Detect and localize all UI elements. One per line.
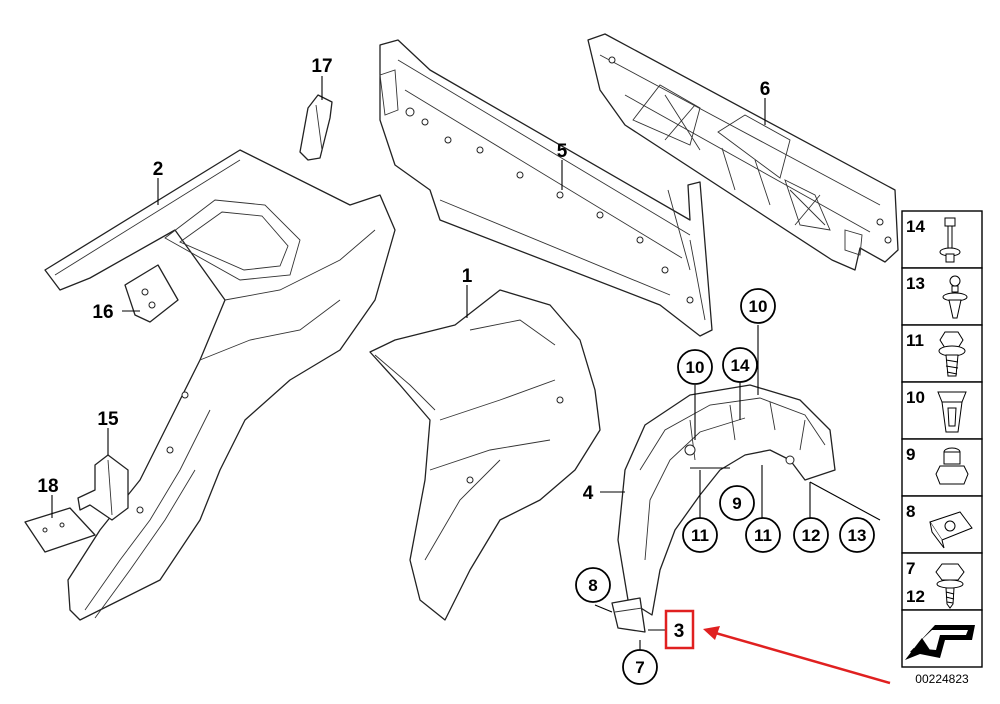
part-4-wheel-liner (617, 384, 836, 616)
part-18-pad (24, 507, 96, 553)
hex-nut-icon (935, 447, 969, 485)
legend-row-10: 10 (901, 381, 983, 440)
circle-callout-11-left: 11 (682, 517, 718, 553)
direction-arrow-icon (905, 625, 975, 660)
diagram-code: 00224823 (915, 672, 969, 686)
circle-callout-10: 10 (677, 349, 713, 385)
svg-text:13: 13 (906, 274, 925, 293)
legend-row-8: 8 (901, 495, 983, 554)
highlight-box (664, 609, 695, 650)
legend-row-11: 11 (901, 324, 983, 383)
circle-callout-13: 13 (839, 517, 875, 553)
legend-arrow-row (901, 609, 983, 668)
circle-callout-7: 7 (622, 649, 658, 685)
svg-text:8: 8 (906, 502, 915, 521)
svg-text:9: 9 (732, 494, 741, 513)
callout-3: 3 (674, 621, 685, 642)
callout-15: 15 (97, 409, 119, 430)
part-1-inner-panel (369, 289, 601, 621)
highlight-arrow-line (711, 630, 891, 685)
svg-text:12: 12 (906, 587, 925, 606)
callout-2: 2 (153, 159, 164, 180)
svg-text:8: 8 (588, 576, 597, 595)
circle-callout-9: 9 (719, 485, 755, 521)
part-3-strip (611, 597, 646, 633)
highlight-part-3: 3 (664, 609, 891, 685)
circle-callout-14: 14 (722, 347, 758, 383)
callout-4: 4 (583, 483, 594, 504)
part-17-bracket (299, 94, 333, 161)
callout-1: 1 (462, 266, 473, 287)
callout-18: 18 (37, 476, 58, 497)
callout-labels: 2 17 5 6 1 16 15 18 4 (37, 56, 770, 504)
highlight-arrow-head (703, 626, 720, 640)
svg-text:13: 13 (848, 526, 867, 545)
circle-callout-10-top: 10 (740, 288, 776, 324)
svg-text:14: 14 (731, 356, 750, 375)
svg-text:11: 11 (691, 526, 709, 545)
part-15-bracket (77, 454, 129, 521)
fastener-legend: 14 13 11 (901, 210, 983, 686)
rivet-icon (939, 217, 961, 263)
circled-callouts: 10 10 14 9 11 11 12 13 (575, 288, 875, 685)
plastic-nut-icon (937, 391, 967, 433)
part-5-cross-member (379, 39, 713, 337)
svg-text:9: 9 (906, 445, 915, 464)
legend-row-13: 13 (901, 267, 983, 326)
part-2-side-panel (44, 149, 396, 621)
svg-text:7: 7 (635, 658, 644, 677)
leader-lines (51, 76, 881, 650)
legend-row-7-12: 7 12 (901, 552, 983, 611)
svg-text:11: 11 (906, 331, 924, 350)
svg-text:12: 12 (802, 526, 821, 545)
callout-6: 6 (760, 79, 771, 100)
legend-row-14: 14 (901, 210, 983, 269)
callout-16: 16 (92, 302, 113, 323)
svg-text:10: 10 (906, 388, 925, 407)
svg-text:10: 10 (749, 297, 768, 316)
expanding-rivet-icon (942, 275, 968, 319)
hex-bolt-icon (935, 563, 965, 609)
callout-17: 17 (311, 56, 332, 77)
svg-text:11: 11 (754, 526, 772, 545)
circle-callout-8: 8 (575, 567, 611, 603)
spring-nut-icon (929, 511, 973, 549)
circle-callout-12: 12 (793, 517, 829, 553)
part-6-rear-panel (587, 33, 899, 271)
part-16-bracket (124, 264, 179, 323)
svg-text:7: 7 (906, 559, 915, 578)
svg-text:10: 10 (686, 358, 705, 377)
legend-row-9: 9 (901, 438, 983, 497)
svg-text:14: 14 (906, 217, 925, 236)
callout-5: 5 (557, 141, 568, 162)
circle-callout-11-right: 11 (745, 517, 781, 553)
hex-collar-screw-icon (938, 331, 966, 377)
